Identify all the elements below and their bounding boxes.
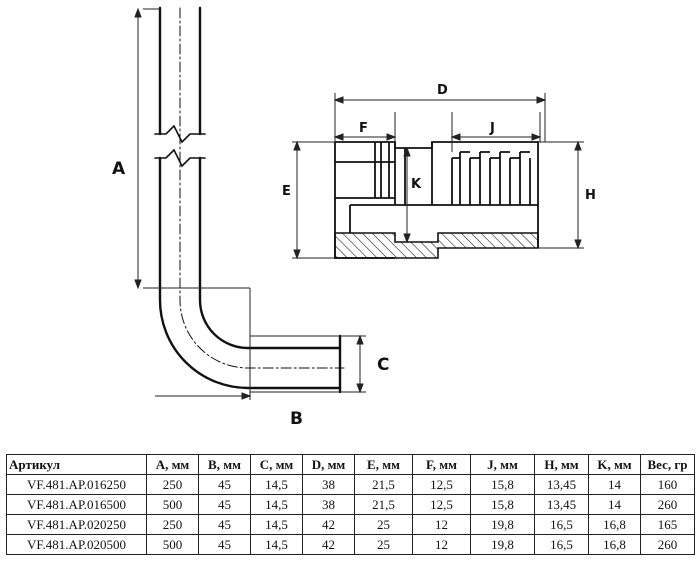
cell-f: 12,5 [412, 474, 471, 495]
header-k: K, мм [588, 454, 641, 475]
label-b: B [290, 409, 303, 429]
cell-j: 19,8 [470, 514, 535, 535]
cell-article: VF.481.AP.020250 [6, 514, 147, 535]
cell-a: 500 [146, 494, 199, 515]
specifications-table: Артикул A, мм B, мм C, мм D, мм E, мм F,… [6, 454, 695, 555]
cell-j: 15,8 [470, 474, 535, 495]
cell-a: 500 [146, 534, 199, 555]
table-header-row: Артикул A, мм B, мм C, мм D, мм E, мм F,… [6, 454, 695, 475]
cell-f: 12 [412, 534, 471, 555]
label-j: J [489, 121, 495, 136]
header-f: F, мм [412, 454, 471, 475]
label-c: C [377, 355, 389, 375]
cell-c: 14,5 [250, 514, 303, 535]
header-weight: Вес, гр [640, 454, 695, 475]
header-h: H, мм [534, 454, 589, 475]
cell-b: 45 [198, 514, 251, 535]
cell-b: 45 [198, 534, 251, 555]
cell-b: 45 [198, 474, 251, 495]
technical-drawing: A B C [112, 6, 596, 429]
cell-h: 16,5 [534, 534, 589, 555]
cell-d: 42 [302, 534, 355, 555]
label-a: A [112, 159, 126, 179]
cell-article: VF.481.AP.020500 [6, 534, 147, 555]
cell-k: 14 [588, 494, 641, 515]
cell-j: 19,8 [470, 534, 535, 555]
cell-a: 250 [146, 474, 199, 495]
cell-e: 25 [354, 514, 413, 535]
cell-h: 13,45 [534, 494, 589, 515]
table-row: VF.481.AP.020250 250 45 14,5 42 25 12 19… [6, 514, 695, 535]
header-c: C, мм [250, 454, 303, 475]
label-f: F [359, 121, 368, 136]
table-row: VF.481.AP.016250 250 45 14,5 38 21,5 12,… [6, 474, 695, 495]
header-b: B, мм [198, 454, 251, 475]
cell-h: 13,45 [534, 474, 589, 495]
bent-tube [154, 6, 345, 394]
cell-d: 42 [302, 514, 355, 535]
cell-e: 21,5 [354, 494, 413, 515]
header-d: D, мм [302, 454, 355, 475]
fitting-section [334, 141, 539, 259]
header-article: Артикул [6, 454, 147, 475]
cell-e: 25 [354, 534, 413, 555]
cell-weight: 260 [640, 494, 695, 515]
cell-b: 45 [198, 494, 251, 515]
cell-k: 14 [588, 474, 641, 495]
cell-c: 14,5 [250, 494, 303, 515]
header-j: J, мм [470, 454, 535, 475]
cell-c: 14,5 [250, 534, 303, 555]
label-d: D [437, 83, 448, 98]
label-k: K [411, 177, 422, 192]
tube-dimensions [134, 7, 366, 400]
cell-article: VF.481.AP.016250 [6, 474, 147, 495]
cell-weight: 165 [640, 514, 695, 535]
cell-f: 12,5 [412, 494, 471, 515]
cell-f: 12 [412, 514, 471, 535]
header-e: E, мм [354, 454, 413, 475]
cell-article: VF.481.AP.016500 [6, 494, 147, 515]
cell-k: 16,8 [588, 514, 641, 535]
cell-k: 16,8 [588, 534, 641, 555]
cell-weight: 160 [640, 474, 695, 495]
cell-j: 15,8 [470, 494, 535, 515]
table-row: VF.481.AP.016500 500 45 14,5 38 21,5 12,… [6, 494, 695, 515]
table-row: VF.481.AP.020500 500 45 14,5 42 25 12 19… [6, 534, 695, 555]
label-h: H [585, 188, 596, 203]
cell-d: 38 [302, 494, 355, 515]
label-e: E [282, 184, 291, 199]
cell-c: 14,5 [250, 474, 303, 495]
fitting-dimensions [292, 93, 584, 260]
cell-weight: 260 [640, 534, 695, 555]
cell-d: 38 [302, 474, 355, 495]
cell-a: 250 [146, 514, 199, 535]
cell-h: 16,5 [534, 514, 589, 535]
header-a: A, мм [146, 454, 199, 475]
cell-e: 21,5 [354, 474, 413, 495]
